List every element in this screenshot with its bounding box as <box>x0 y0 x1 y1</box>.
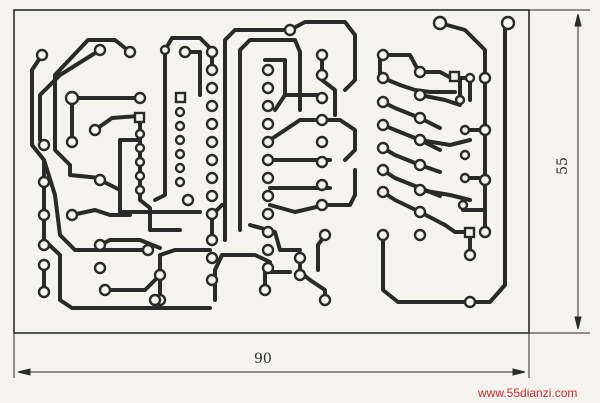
copper-traces <box>30 20 507 310</box>
height-dimension-label: 55 <box>554 157 571 175</box>
dimension-lines <box>13 9 590 378</box>
watermark: www.55dianzi.com <box>478 386 578 400</box>
solder-pads <box>35 15 516 309</box>
width-dimension-label: 90 <box>254 351 272 367</box>
board-outline <box>13 9 530 334</box>
